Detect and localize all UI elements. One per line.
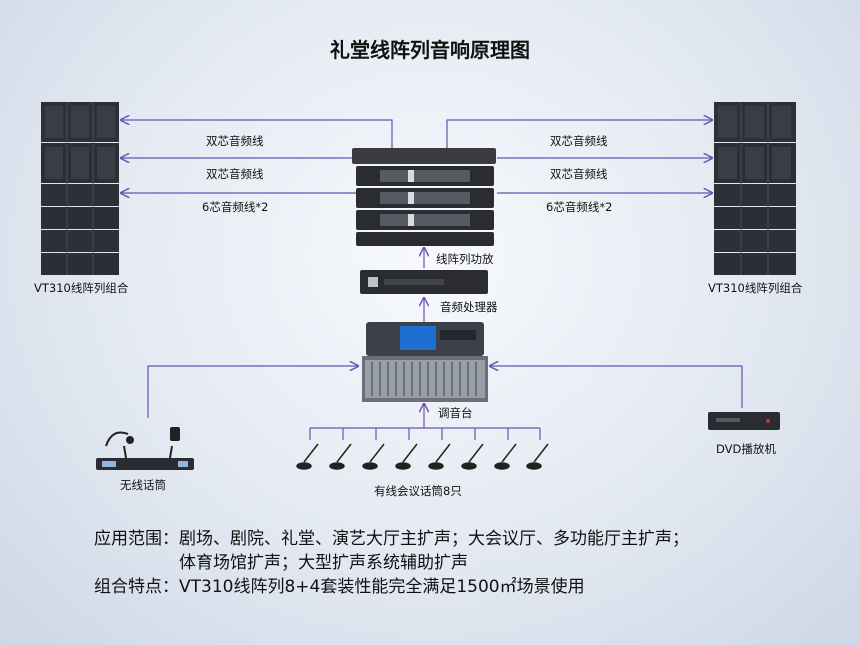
description-line-1: 应用范围：剧场、剧院、礼堂、演艺大厅主扩声；大会议厅、多功能厅主扩声；: [94, 529, 689, 549]
wire-wireless-mixer: [147, 366, 358, 418]
description-line-2: 体育场馆扩声；大型扩声系统辅助扩声: [179, 553, 468, 573]
mixing-console: [362, 322, 488, 402]
amplifier-label: 线阵列功放: [436, 252, 494, 266]
speaker-left-label: VT310线阵列组合: [34, 281, 129, 295]
cable-label-left-1: 双芯音频线: [206, 134, 264, 148]
dvd-label: DVD播放机: [716, 442, 776, 456]
diagram-title: 礼堂线阵列音响原理图: [330, 38, 530, 62]
conference-mics-label: 有线会议话筒8只: [374, 484, 462, 498]
wireless-mic-label: 无线话筒: [120, 478, 166, 492]
wireless-mic-set: [96, 427, 194, 470]
wire-right-1: [446, 120, 712, 148]
wire-dvd-mixer: [490, 366, 743, 408]
wire-left-1: [121, 120, 393, 148]
amplifier-stack: [352, 148, 496, 246]
cable-label-right-2: 双芯音频线: [550, 167, 608, 181]
cable-label-right-3: 6芯音频线*2: [546, 200, 613, 214]
line-array-left: [41, 102, 119, 275]
speaker-right-label: VT310线阵列组合: [708, 281, 803, 295]
conference-mic-array: [296, 443, 549, 470]
cable-label-right-1: 双芯音频线: [550, 134, 608, 148]
audio-processor: [360, 270, 488, 294]
mixer-label: 调音台: [438, 406, 473, 420]
cable-label-left-2: 双芯音频线: [206, 167, 264, 181]
processor-label: 音频处理器: [440, 300, 498, 314]
line-array-right: [714, 102, 796, 275]
cable-label-left-3: 6芯音频线*2: [202, 200, 269, 214]
description-line-3: 组合特点：VT310线阵列8+4套装性能完全满足1500㎡场景使用: [94, 577, 585, 597]
dvd-player: [708, 412, 780, 430]
